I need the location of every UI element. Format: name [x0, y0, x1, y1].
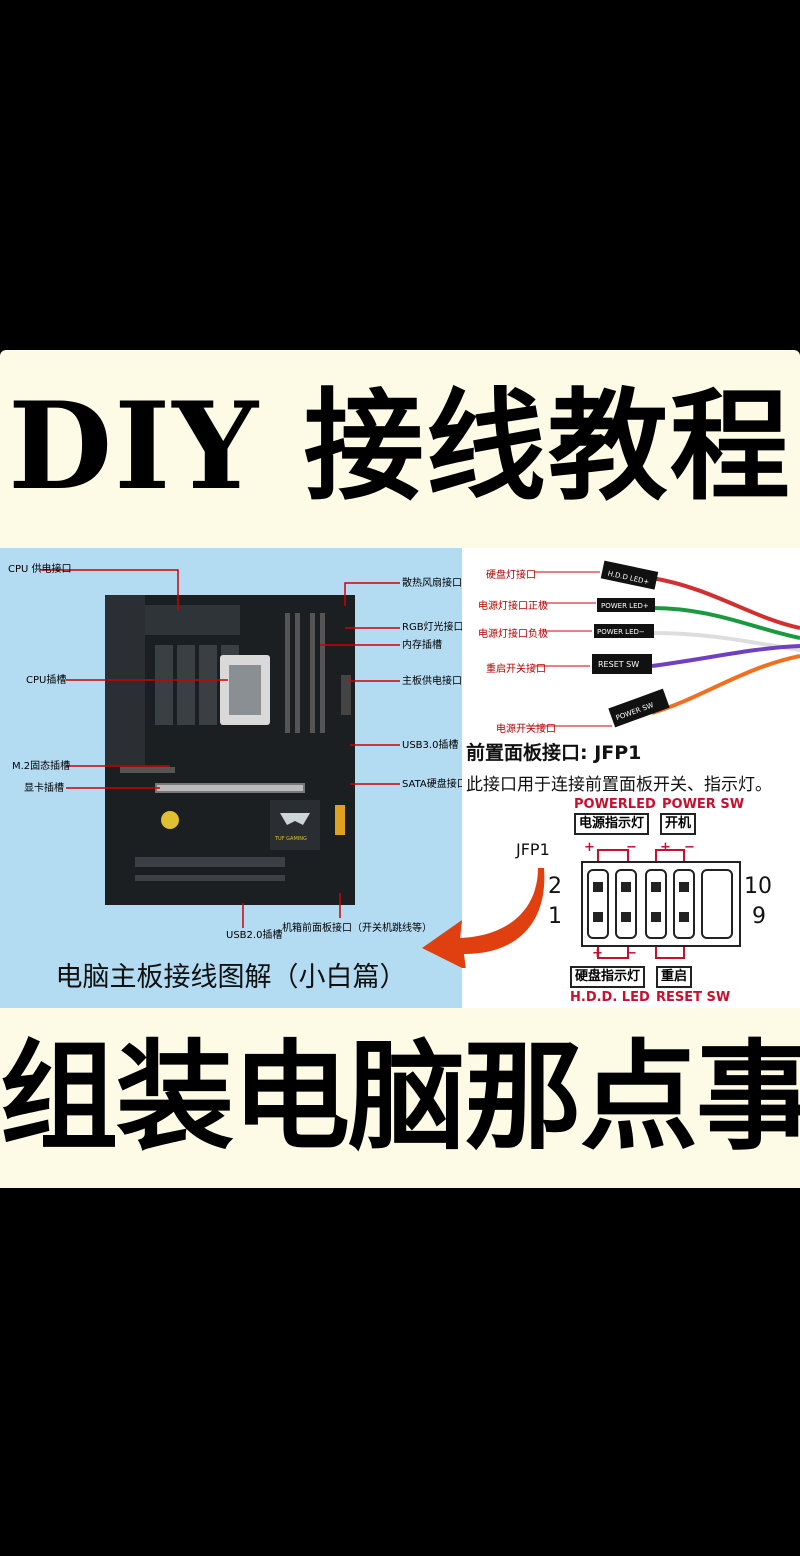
- sata-label: SATA硬盘接口: [402, 779, 467, 790]
- plus-sign: +: [660, 840, 671, 855]
- motherboard-image: TUF GAMING: [105, 595, 355, 905]
- restart-box: 重启: [656, 966, 693, 988]
- jfp-title: 前置面板接口: JFP1: [466, 742, 642, 764]
- reset-wire-label: 重启开关接口: [486, 664, 546, 675]
- fan-header-label: 散热风扇接口: [402, 578, 462, 589]
- power-led-neg-connector-text: POWER LED−: [597, 628, 645, 636]
- pin-header: [581, 849, 741, 959]
- diagram-caption: 电脑主板接线图解（小白篇）: [55, 962, 407, 993]
- usb2-label: USB2.0插槽: [226, 930, 283, 941]
- jfp-description: 此接口用于连接前置面板开关、指示灯。: [466, 775, 772, 795]
- leader-lines: [40, 569, 400, 928]
- power-indicator-box: 电源指示灯: [574, 813, 650, 835]
- hdd-wire-label: 硬盘灯接口: [486, 570, 536, 581]
- power-led-pos-wire-label: 电源灯接口正极: [478, 601, 548, 612]
- main-power-label: 主板供电接口: [402, 676, 462, 687]
- power-led-pos-connector-text: POWER LED+: [601, 602, 649, 610]
- rgb-header-label: RGB灯光接口: [402, 622, 464, 633]
- top-banner: [0, 350, 800, 548]
- reset-connector-text: RESET SW: [598, 660, 639, 669]
- powerled-label: POWERLED: [574, 797, 656, 812]
- minus-sign: −: [626, 946, 637, 961]
- hdd-led-label: H.D.D. LED: [570, 990, 650, 1005]
- hdd-indicator-box: 硬盘指示灯: [570, 966, 646, 988]
- powersw-label: POWER SW: [662, 797, 745, 812]
- cpu-power-label: CPU 供电接口: [8, 564, 72, 575]
- subtitle: 组装电脑那点事: [0, 1027, 800, 1166]
- plus-sign: +: [584, 840, 595, 855]
- memory-slot-label: 内存插槽: [402, 640, 442, 651]
- bottom-banner: [0, 1008, 800, 1188]
- pin-2-label: 2: [548, 874, 562, 899]
- cpu-socket-label: CPU插槽: [26, 675, 67, 686]
- m2-slot-label: M.2固态插槽: [12, 761, 71, 772]
- minus-sign: −: [684, 840, 695, 855]
- front-panel-label: 机箱前面板接口（开关机跳线等）: [282, 923, 432, 934]
- pin-9-label: 9: [752, 904, 766, 929]
- reset-sw-label: RESET SW: [656, 990, 731, 1005]
- pin-1-label: 1: [548, 904, 562, 929]
- svg-text:TUF GAMING: TUF GAMING: [274, 836, 307, 842]
- arrow-icon: [422, 868, 545, 968]
- power-on-box: 开机: [660, 813, 697, 835]
- wire-drawing: H.D.D LED+ POWER LED+ POWER LED− RESET S…: [526, 560, 800, 728]
- main-title: DIY 接线教程: [8, 376, 792, 517]
- power-led-neg-wire-label: 电源灯接口负极: [478, 629, 548, 640]
- power-sw-wire-label: 电源开关接口: [496, 724, 556, 735]
- plus-sign: +: [592, 946, 603, 961]
- minus-sign: −: [626, 840, 637, 855]
- jfp-name: JFP1: [516, 840, 550, 859]
- usb3-label: USB3.0插槽: [402, 740, 459, 751]
- pin-10-label: 10: [744, 874, 772, 899]
- gpu-slot-label: 显卡插槽: [24, 783, 64, 794]
